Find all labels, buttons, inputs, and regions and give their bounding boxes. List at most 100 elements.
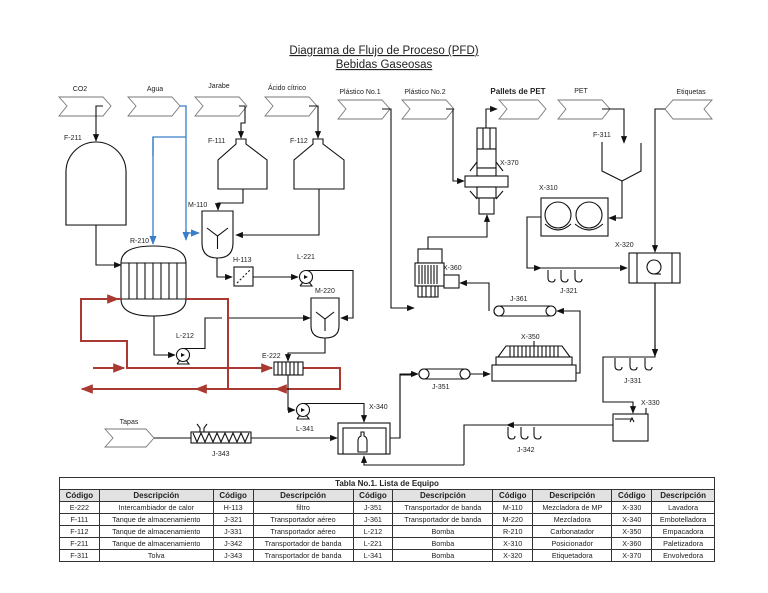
plastico2-to-x370-line [446,108,465,185]
equipment-code-cell: X-370 [611,549,653,562]
m220-to-e222-line [284,338,326,362]
tag-f112: F-112 [290,138,308,145]
equipment-code-cell: J-321 [212,513,254,526]
tag-j351: J-351 [432,384,450,391]
stream-pet-label: PET [574,88,588,95]
co2-to-r210-line [95,225,122,269]
tag-x350: X-350 [521,334,540,341]
m110-to-h113-line [216,258,233,281]
equipment-description-cell: Carbonatador [532,525,613,538]
equipment-description-cell: Paletizadora [651,537,715,550]
stream-plastico-1: Plástico No.1 [336,89,391,120]
stream-acido-label: Ácido cítrico [268,83,306,92]
equipment-description-cell: Bomba [392,549,494,562]
equipment-code-cell: J-343 [212,549,254,562]
stream-plastico-2: Plástico No.2 [400,89,455,120]
col-header: Código [611,489,653,502]
equipment-description-cell: Transportador de banda [392,513,494,526]
equipment-description-cell: Transportador de banda [392,501,494,514]
tag-m110: M-110 [188,202,207,209]
equipment-code-cell: F-111 [59,513,100,526]
mixer-m110 [201,210,234,259]
equipment-description-cell: Tanque de almacenamiento [98,537,214,550]
col-header: Código [352,489,394,502]
equipment-description-cell: Transportador aéreo [252,525,354,538]
f111-to-m110-line [214,189,244,211]
tag-m220: M-220 [315,288,335,295]
diagram-subtitle: Bebidas Gaseosas [336,59,433,71]
stream-co2: CO2 [57,86,112,117]
equipment-code-cell: J-331 [212,525,254,538]
table-header-row: Código Descripción Código Descripción Có… [59,489,715,502]
tag-l212: L-212 [176,333,194,340]
stream-arrow-icon [400,99,455,120]
jarabe-line [237,105,246,139]
x360-to-x370-line [427,214,491,250]
labeler-x320 [628,252,681,284]
col-header: Descripción [532,489,613,502]
j361-to-x360-line [459,279,490,311]
belt-conveyor-j351 [418,368,471,380]
equipment-code-cell: J-361 [352,513,394,526]
stream-etiquetas-label: Etiquetas [676,89,706,96]
l212-to-m220-line [184,318,310,350]
equipment-description-cell: Transportador aéreo [252,513,354,526]
mixer-m220 [310,297,340,339]
equipment-code-cell: H-113 [212,501,254,514]
f112-to-m110-line [235,189,320,239]
l341-to-x340-line [304,402,368,423]
overhead-conveyor-j342 [507,427,542,440]
equipment-description-cell: Envolvedora [651,549,715,562]
col-header: Descripción [651,489,715,502]
e222-to-l341-line [287,375,296,414]
f311-to-x310-line [608,181,623,222]
belt-conveyor-j361 [493,305,557,317]
equipment-code-cell: L-341 [352,549,394,562]
tag-r210: R-210 [130,238,149,245]
equipment-code-cell: F-311 [59,549,100,562]
l221-to-m220-line [307,269,354,322]
acido-line [309,105,322,139]
equipment-code-cell: F-112 [59,525,100,538]
equipment-code-cell: X-350 [611,525,653,538]
screw-conveyor-j343 [190,423,252,444]
water-line-r210 [152,136,186,156]
water-feed-m110 [185,229,200,237]
tag-e222: E-222 [262,353,281,360]
tag-f211: F-211 [64,135,82,142]
etiquetas-to-x320-line [651,108,665,253]
equipment-code-cell: R-210 [492,525,534,538]
stream-jarabe-label: Jarabe [208,83,230,90]
equipment-description-cell: Bomba [392,525,494,538]
stream-arrow-icon [556,99,611,120]
stream-pallets-pet: Pallets de PET [490,87,547,120]
x370-to-pallets-line [485,105,498,128]
tag-h113: H-113 [233,257,252,264]
tag-j343: J-343 [212,451,230,458]
tank-f111 [217,138,268,190]
equipment-description-cell: Posicionador [532,537,613,550]
equipment-description-cell: Transportador de banda [252,549,354,562]
equipment-code-cell: X-310 [492,537,534,550]
tag-j331: J-331 [624,378,642,385]
pet-to-f311-line [602,108,628,144]
equipment-code-cell: M-110 [492,501,534,514]
x320-to-x330-line [602,264,656,414]
tag-l221: L-221 [297,254,315,261]
equipment-description-cell: Tolva [98,549,214,562]
equipment-code-cell: X-360 [611,537,653,550]
j342-to-x340-line [360,455,464,466]
stream-pallets-label: Pallets de PET [490,87,545,96]
equipment-description-cell: filtro [252,501,354,514]
equipment-description-cell: Lavadora [651,501,715,514]
col-header: Código [492,489,534,502]
stream-tapas: Tapas [103,419,155,448]
stream-arrow-icon [336,99,391,120]
x310-to-j321-line [526,216,542,272]
stream-co2-label: CO2 [73,86,88,93]
tag-j321: J-321 [560,288,578,295]
tag-x310: X-310 [539,185,558,192]
